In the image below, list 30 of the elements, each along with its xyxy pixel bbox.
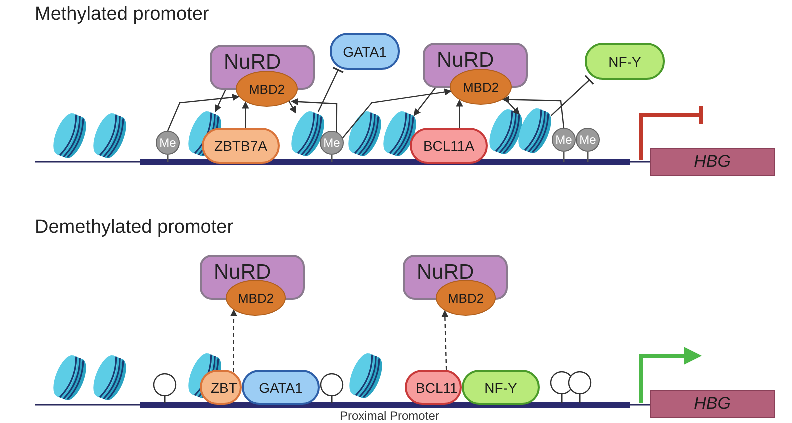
arrow xyxy=(288,100,297,114)
arrow xyxy=(242,102,250,128)
region-label: Proximal Promoter xyxy=(340,409,440,423)
factor-pill: BCL11 xyxy=(405,370,462,405)
arrow xyxy=(442,310,449,370)
arrow xyxy=(502,96,565,128)
arrow xyxy=(291,98,338,132)
factor-pill: GATA1 xyxy=(330,33,400,70)
inhibition-line xyxy=(550,75,594,116)
arrow xyxy=(342,88,452,139)
factor-pill: GATA1 xyxy=(242,370,320,405)
section-heading: Methylated promoter xyxy=(35,4,210,26)
methyl-circle: Me xyxy=(156,131,180,155)
gene-box: HBG xyxy=(650,390,775,418)
factor-pill: ZBTB7A xyxy=(202,128,280,164)
methyl-circle: Me xyxy=(552,128,576,152)
arrow xyxy=(414,88,436,116)
arrow xyxy=(167,94,240,132)
arrow xyxy=(214,90,226,112)
methyl-circle: Me xyxy=(320,131,344,155)
section-heading: Demethylated promoter xyxy=(35,217,234,239)
arrow xyxy=(230,309,238,372)
inhibition-line xyxy=(318,66,344,112)
methyl-circle: Me xyxy=(576,128,600,152)
factor-pill: NF-Y xyxy=(462,370,540,405)
factor-pill: ZBT xyxy=(200,370,242,405)
arrow xyxy=(456,100,464,128)
factor-pill: NF-Y xyxy=(585,43,665,80)
gene-box: HBG xyxy=(650,148,775,176)
factor-pill: BCL11A xyxy=(410,128,488,164)
